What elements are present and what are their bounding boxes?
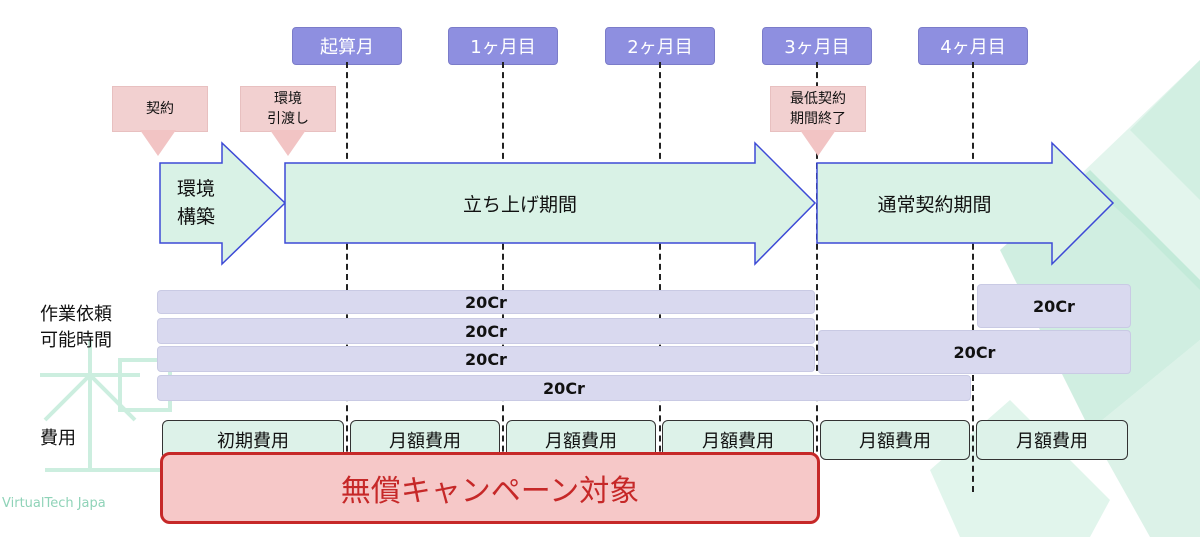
month-label-3: 3ヶ月目 <box>762 27 872 65</box>
month-divider-start <box>346 62 348 492</box>
month-divider-1 <box>502 62 504 492</box>
credit-bar-5: 20Cr <box>977 284 1131 328</box>
phase-env-build-arrow <box>159 141 287 266</box>
phase-env-build-line2: 構築 <box>176 206 215 228</box>
cost-monthly-5: 月額費用 <box>976 420 1128 460</box>
phase-startup-arrow <box>284 141 817 266</box>
marker-contract-label: 契約 <box>146 101 174 117</box>
watermark-text: VirtualTech Japa <box>2 496 106 511</box>
phase-startup-label: 立ち上げ期間 <box>462 193 577 216</box>
marker-contract-arrow <box>140 130 176 156</box>
work-request-line2: 可能時間 <box>40 330 112 351</box>
credit-bar-4: 20Cr <box>157 375 971 401</box>
phase-env-build-label: 環境 構築 <box>160 170 232 236</box>
marker-min-contract-line1: 最低契約 <box>790 91 846 107</box>
phase-normal-label: 通常契約期間 <box>877 193 992 216</box>
phase-normal-arrow <box>816 141 1115 266</box>
month-label-2: 2ヶ月目 <box>605 27 715 65</box>
free-campaign-box: 無償キャンペーン対象 <box>160 452 820 524</box>
credit-bar-3: 20Cr <box>157 346 815 372</box>
marker-env-handover-arrow <box>270 130 306 156</box>
marker-min-contract-line2: 期間終了 <box>790 111 846 127</box>
cost-monthly-4: 月額費用 <box>820 420 970 460</box>
month-label-1: 1ヶ月目 <box>448 27 558 65</box>
month-label-4: 4ヶ月目 <box>918 27 1028 65</box>
month-divider-3 <box>816 62 818 492</box>
month-divider-4 <box>972 62 974 492</box>
credit-bar-1: 20Cr <box>157 290 815 314</box>
marker-contract: 契約 <box>112 86 208 132</box>
phase-env-build-line1: 環境 <box>176 178 215 200</box>
credit-bar-2: 20Cr <box>157 318 815 344</box>
marker-env-handover: 環境 引渡し <box>240 86 336 132</box>
marker-min-contract-end: 最低契約 期間終了 <box>770 86 866 132</box>
month-divider-2 <box>659 62 661 492</box>
work-request-label: 作業依頼 可能時間 <box>40 302 112 354</box>
cost-label: 費用 <box>40 428 76 449</box>
marker-min-contract-arrow <box>800 130 836 156</box>
credit-bar-6: 20Cr <box>818 330 1131 374</box>
marker-env-handover-line2: 引渡し <box>267 111 309 127</box>
work-request-line1: 作業依頼 <box>40 304 112 325</box>
marker-env-handover-line1: 環境 <box>274 91 302 107</box>
